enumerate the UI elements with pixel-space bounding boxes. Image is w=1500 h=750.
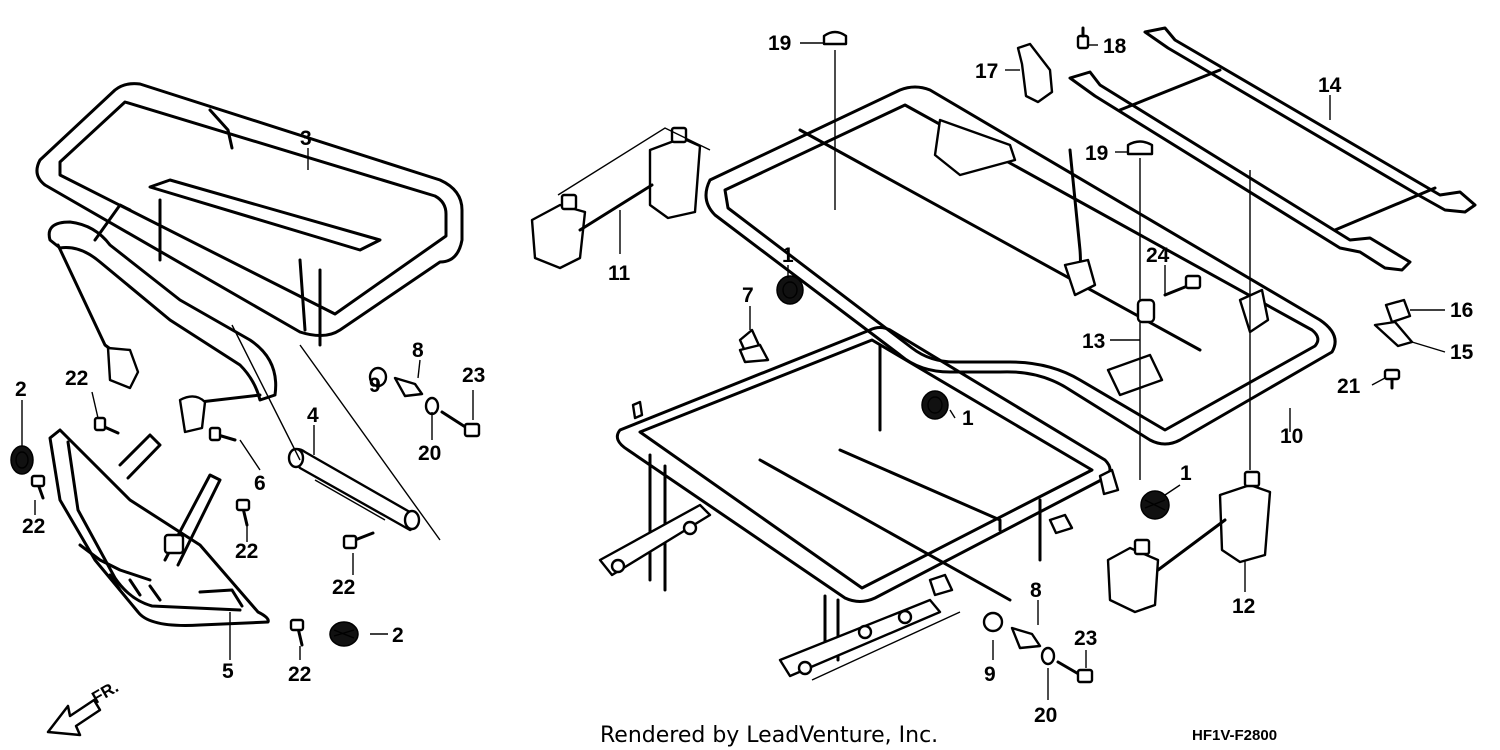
callout-1-a: 1 — [782, 244, 794, 267]
callout-22-b: 22 — [22, 515, 45, 538]
front-carrier-part-3 — [35, 82, 464, 347]
callout-21: 21 — [1337, 375, 1361, 398]
callout-8-b: 8 — [1030, 579, 1042, 602]
callout-24: 24 — [1146, 244, 1170, 267]
callout-17: 17 — [975, 60, 998, 83]
callout-9-a: 9 — [369, 374, 381, 397]
callout-10: 10 — [1280, 425, 1303, 448]
front-direction-arrow: FR. — [46, 677, 122, 737]
bumper-bar — [47, 220, 278, 434]
tie-bars-part-14 — [1068, 26, 1477, 272]
left-fasteners — [10, 366, 481, 647]
callout-7: 7 — [742, 284, 754, 307]
callout-6: 6 — [254, 472, 266, 495]
bracket-part-12 — [1106, 470, 1272, 614]
callout-22-e: 22 — [288, 663, 311, 686]
callout-23-b: 23 — [1074, 627, 1097, 650]
callout-8-a: 8 — [412, 339, 424, 362]
callout-14: 14 — [1318, 74, 1342, 97]
callout-11: 11 — [608, 262, 631, 285]
footer-credit: Rendered by LeadVenture, Inc. — [600, 723, 938, 748]
callout-4: 4 — [307, 404, 319, 427]
callout-2-b: 2 — [392, 624, 404, 647]
callout-1-c: 1 — [1180, 462, 1192, 485]
callout-2-a: 2 — [15, 378, 27, 401]
lower-frame-part-7 — [598, 326, 1120, 678]
callout-22-a: 22 — [65, 367, 88, 390]
bracket-part-11 — [530, 126, 711, 270]
callout-22-d: 22 — [332, 576, 355, 599]
callout-16: 16 — [1450, 299, 1473, 322]
callout-13: 13 — [1082, 330, 1105, 353]
callout-19-b: 19 — [1085, 142, 1108, 165]
callout-labels: 1 1 1 2 2 3 4 5 6 7 8 8 9 9 10 11 12 13 … — [15, 32, 1474, 727]
callout-9-b: 9 — [984, 663, 996, 686]
callout-18: 18 — [1103, 35, 1127, 58]
rear-carrier-part-10 — [704, 85, 1337, 446]
callout-1-b: 1 — [962, 407, 974, 430]
callout-19-a: 19 — [768, 32, 791, 55]
callout-20-b: 20 — [1034, 704, 1057, 727]
left-leader-lines — [21, 148, 474, 660]
skid-plate-part-5 — [48, 428, 270, 627]
front-arrow-icon — [46, 698, 102, 737]
figure-code: HF1V-F2800 — [1192, 727, 1277, 744]
callout-15: 15 — [1450, 341, 1474, 364]
callout-20-a: 20 — [418, 442, 441, 465]
callout-3: 3 — [300, 127, 312, 150]
callout-23-a: 23 — [462, 364, 485, 387]
callout-5: 5 — [222, 660, 234, 683]
right-leader-lines — [619, 42, 1446, 700]
callout-12: 12 — [1232, 595, 1255, 618]
callout-22-c: 22 — [235, 540, 258, 563]
pipe-part-4 — [287, 447, 421, 532]
